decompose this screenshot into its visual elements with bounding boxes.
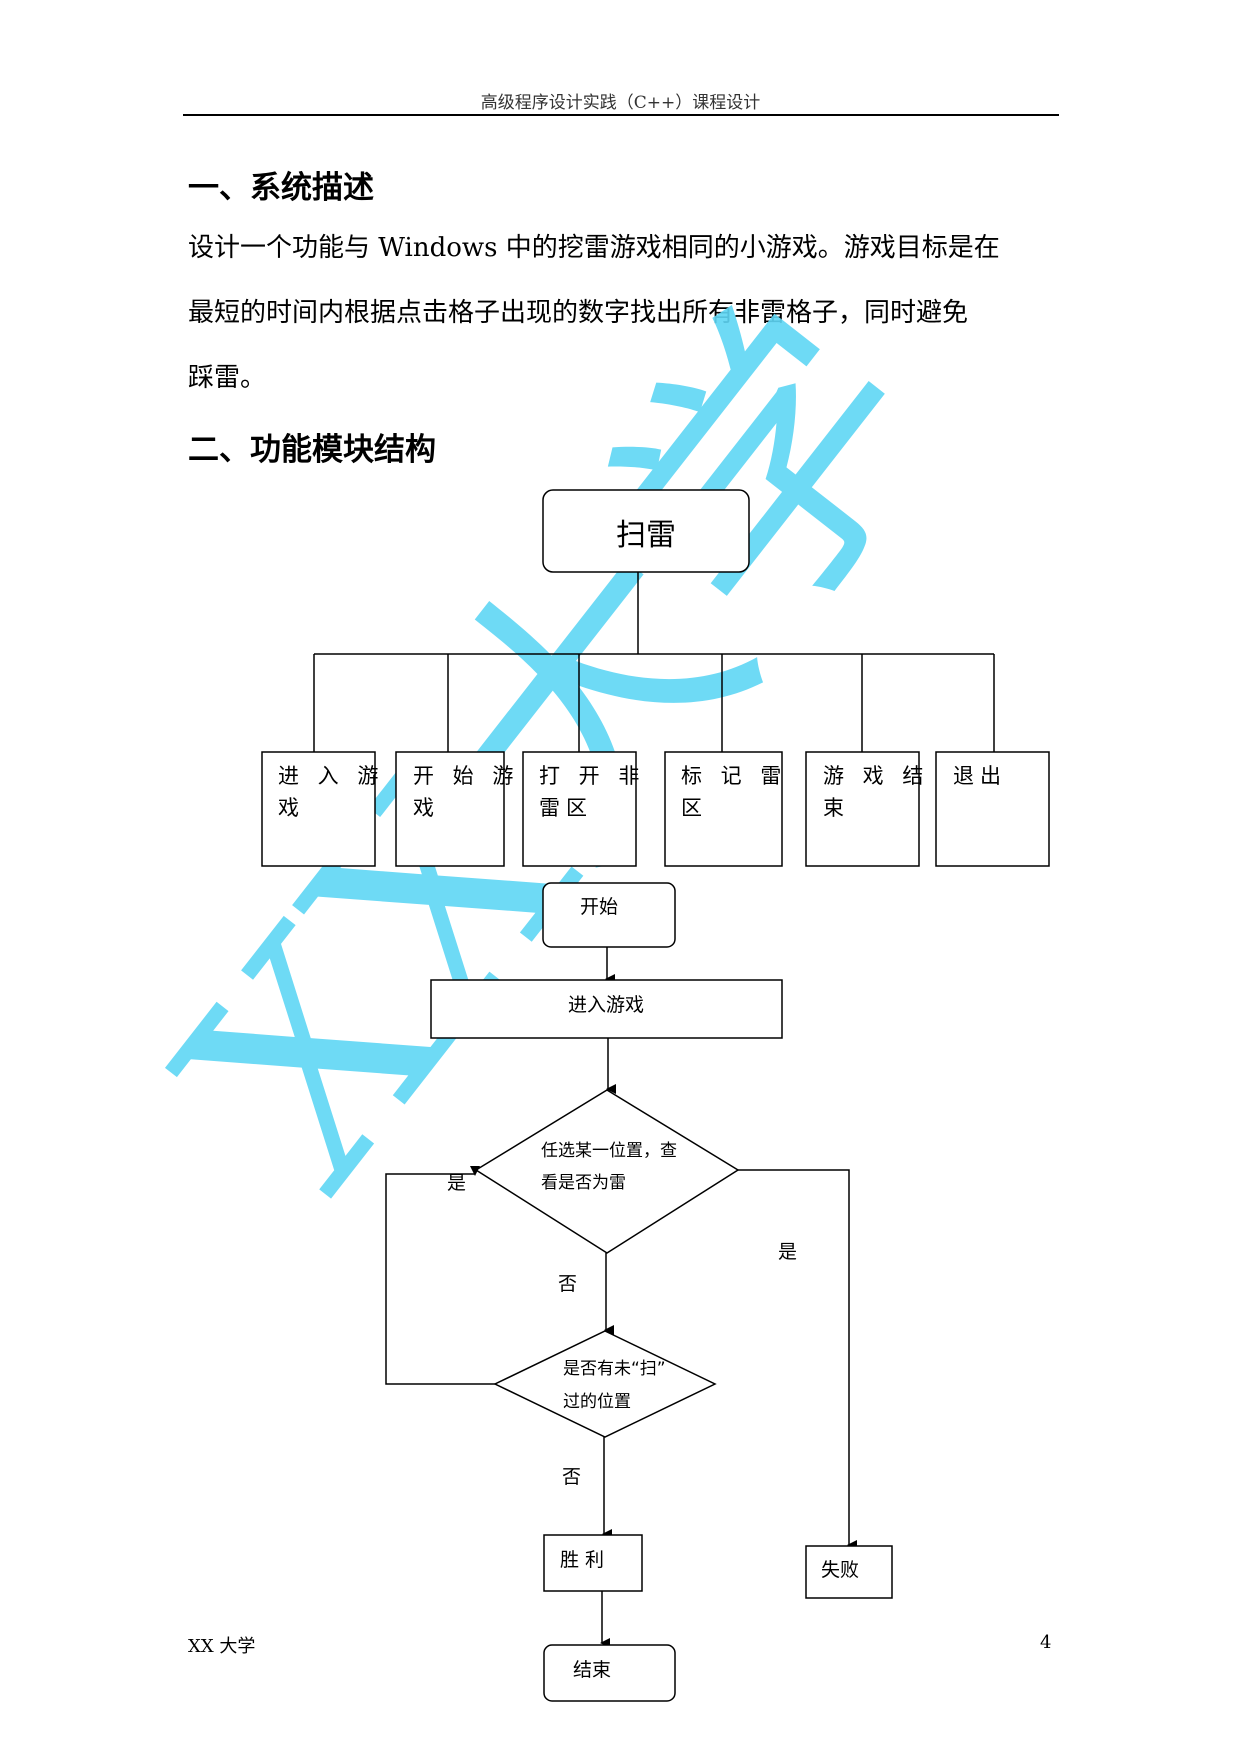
root-node-label: 扫雷: [616, 518, 676, 553]
module-node-exit: 退出: [935, 751, 1050, 867]
module-node-start-game: 开 始 游 戏: [395, 751, 519, 867]
root-node-box: [542, 489, 750, 573]
module-node-enter-game: 进 入 游 戏: [261, 751, 384, 867]
module-label-line2: 区: [681, 796, 708, 820]
module-box: [522, 751, 637, 867]
module-label-line2: 戏: [413, 796, 440, 820]
label-yes-left: 是: [447, 1172, 466, 1194]
label-yes-right: 是: [778, 1241, 797, 1263]
section-heading-module-structure: 二、功能模块结构: [188, 432, 436, 468]
end-node-label: 结束: [573, 1659, 611, 1681]
header-rule: [183, 114, 1059, 116]
page-header-title: 高级程序设计实践（C++）课程设计: [480, 93, 761, 113]
module-label-line1: 游 戏 结: [823, 764, 929, 788]
watermark-text: XX大学: [119, 253, 996, 1243]
module-node-mark-mine: 标 记 雷 区: [664, 751, 787, 867]
label-no-2: 否: [562, 1466, 581, 1488]
flowchart: 开始 进入游戏 任选某一位置，查 看是否为雷 是 否 是否有未“扫” 过的位置 …: [385, 882, 893, 1702]
description-line-2: 最短的时间内根据点击格子出现的数字找出所有非雷格子，同时避免: [188, 298, 969, 328]
start-node-box: [542, 882, 676, 948]
enter-game-label: 进入游戏: [568, 994, 644, 1016]
module-label-line2: 束: [823, 796, 850, 820]
description-line-3: 踩雷。: [188, 363, 267, 393]
decision2-label-line2: 过的位置: [563, 1392, 631, 1412]
footer-university: XX 大学: [188, 1636, 256, 1657]
description-paragraph: 设计一个功能与 Windows 中的挖雷游戏相同的小游戏。游戏目标是在 最短的时…: [188, 216, 1068, 411]
module-box: [395, 751, 505, 867]
module-node-game-over: 游 戏 结 束: [805, 751, 929, 867]
module-label-line1: 进 入 游: [278, 764, 384, 788]
module-box: [664, 751, 783, 867]
label-no-1: 否: [558, 1273, 577, 1295]
module-label-line1: 开 始 游: [413, 764, 519, 788]
module-box: [805, 751, 920, 867]
win-label: 胜 利: [560, 1549, 604, 1571]
module-box: [261, 751, 376, 867]
decision1-diamond: [474, 1089, 740, 1254]
description-line-1: 设计一个功能与 Windows 中的挖雷游戏相同的小游戏。游戏目标是在: [188, 233, 1000, 263]
module-label-line1: 打 开 非: [539, 764, 645, 788]
footer-page-number: 4: [1040, 1632, 1052, 1653]
arrow-decision1-yes-to-lose: [738, 1169, 857, 1550]
module-tree: 扫雷 进 入 游 戏 开 始 游 戏 打 开 非 雷区 标 记 雷 区: [261, 489, 1050, 867]
decision1-label-line1: 任选某一位置，查: [541, 1141, 677, 1161]
section-heading-description: 一、系统描述: [188, 170, 374, 206]
enter-game-box: [430, 979, 783, 1039]
end-node-box: [543, 1644, 676, 1702]
decision2-label-line1: 是否有未“扫”: [563, 1359, 666, 1379]
watermark: XX大学: [119, 253, 996, 1243]
win-box: [543, 1534, 643, 1592]
module-label-line1: 退出: [953, 764, 1007, 788]
arrow-decision2-yes-loop: [385, 1166, 495, 1385]
lose-box: [805, 1545, 893, 1599]
module-label-line2: 戏: [278, 796, 305, 820]
module-node-open-safe-area: 打 开 非 雷区: [522, 751, 645, 867]
start-node-label: 开始: [580, 896, 618, 918]
decision2-diamond: [493, 1330, 717, 1438]
decision1-label-line2: 看是否为雷: [541, 1173, 626, 1193]
module-label-line2: 雷区: [539, 796, 593, 820]
module-box: [935, 751, 1050, 867]
module-label-line1: 标 记 雷: [681, 764, 787, 788]
lose-label: 失败: [821, 1559, 859, 1581]
